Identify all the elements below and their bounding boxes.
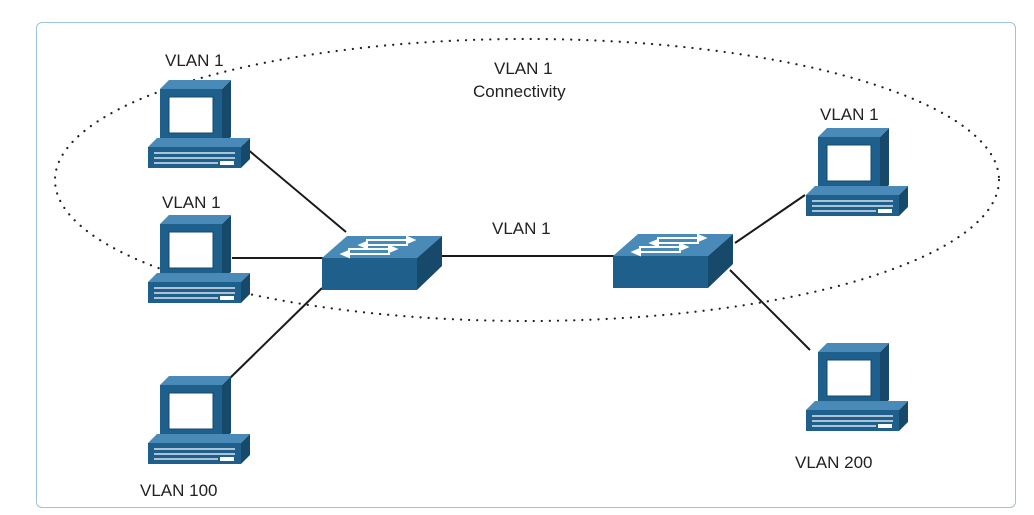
pc-bottom-right-icon [805, 342, 909, 432]
link-pc-top-left-sw1 [239, 142, 347, 233]
pc-bottom-left-icon [147, 375, 251, 465]
label-trunk-link: VLAN 1 [492, 219, 551, 238]
label-pc-top-left: VLAN 1 [165, 51, 224, 70]
label-pc-mid-left: VLAN 1 [162, 193, 221, 212]
link-sw2-pc-top-right [734, 194, 806, 244]
label-pc-top-right: VLAN 1 [820, 105, 879, 124]
label-broadcast-domain-line1: VLAN 1 [494, 59, 553, 78]
label-pc-bottom-right: VLAN 200 [795, 453, 873, 472]
switch-2-icon [612, 233, 734, 289]
label-broadcast-domain-line2: Connectivity [473, 82, 566, 101]
vlan1-broadcast-domain [53, 37, 1001, 323]
pc-top-right-icon [805, 127, 909, 217]
link-sw2-pc-bottom-right [729, 269, 811, 351]
label-pc-bottom-left: VLAN 100 [140, 481, 218, 500]
link-pc-bottom-left-sw1 [229, 287, 323, 379]
switch-1-icon [321, 235, 443, 291]
pc-top-left-icon [147, 79, 251, 169]
